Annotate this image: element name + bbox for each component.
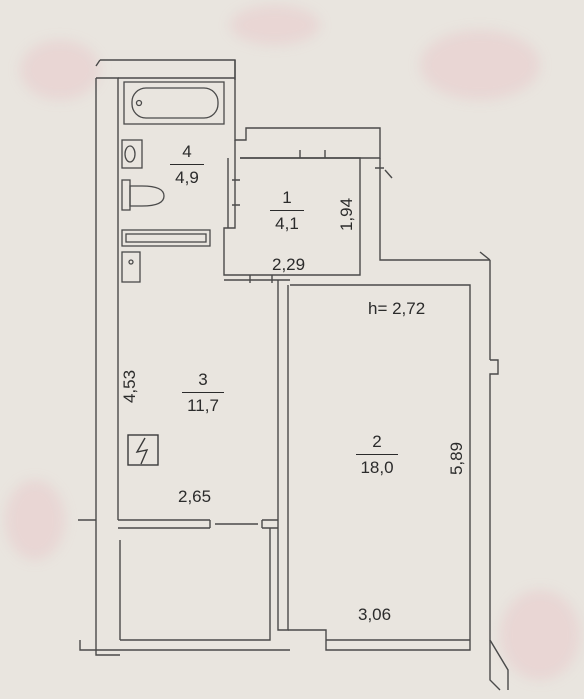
room-label-4: 4 4,9 [170,142,204,188]
paper-stain [420,30,540,100]
bathroom-wall [223,140,240,276]
dimension-room1-height: 1,94 [337,197,357,232]
dimension-room3-width: 2,65 [178,487,212,506]
room-area: 4,9 [170,164,204,188]
room-number: 2 [372,432,382,451]
partition-wall [277,280,289,631]
electrical-panel-icon [127,434,159,466]
room-number: 4 [182,142,192,161]
paper-stain [5,480,65,560]
outer-wall-top [118,60,381,159]
room3-bottom-wall [118,519,278,529]
countertop-icon [121,229,211,247]
room-number: 3 [198,370,208,389]
bathtub-icon [123,81,225,125]
ceiling-height: h= 2,72 [368,299,426,318]
dimension-room2-width: 3,06 [358,605,392,624]
sink-icon [121,139,143,169]
room-label-1: 1 4,1 [270,188,304,234]
dimension-room3-height: 4,53 [120,369,140,404]
room-area: 18,0 [356,454,398,478]
paper-stain [230,5,320,45]
paper-stain [20,40,100,100]
balcony-left [78,519,290,651]
toilet-icon [121,179,165,211]
room-label-3: 3 11,7 [182,370,224,416]
room2-top-wall [224,279,471,630]
room-area: 4,1 [270,210,304,234]
dimension-room2-height: 5,89 [447,441,467,476]
stove-icon [121,251,141,283]
door-ticks [232,150,393,283]
balcony-door [209,520,263,528]
dimension-room1-width: 2,29 [272,255,306,274]
paper-stain [500,590,580,680]
outer-wall-right [479,251,509,690]
room-area: 11,7 [182,392,224,416]
room-number: 1 [282,188,292,207]
balcony-window [288,629,471,651]
room-label-2: 2 18,0 [356,432,398,478]
outer-wall-left [95,59,236,656]
